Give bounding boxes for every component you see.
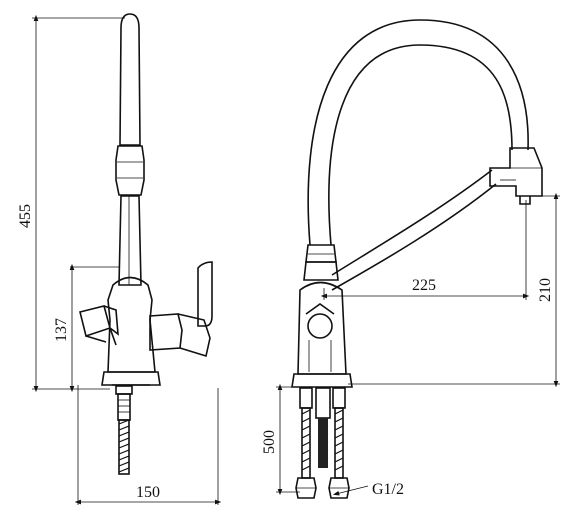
thread-spec-label: G1/2 bbox=[372, 481, 404, 498]
dim-total-height: 455 bbox=[17, 204, 34, 228]
dim-spout-reach: 225 bbox=[412, 277, 436, 294]
side-view: 225 210 500 G1/2 bbox=[261, 19, 560, 499]
dim-spout-height: 210 bbox=[537, 278, 554, 302]
dim-lever-height: 137 bbox=[53, 318, 70, 342]
dim-base-width: 150 bbox=[136, 484, 160, 501]
dim-hose-length: 500 bbox=[261, 430, 278, 454]
front-view: 455 137 150 bbox=[17, 13, 222, 505]
